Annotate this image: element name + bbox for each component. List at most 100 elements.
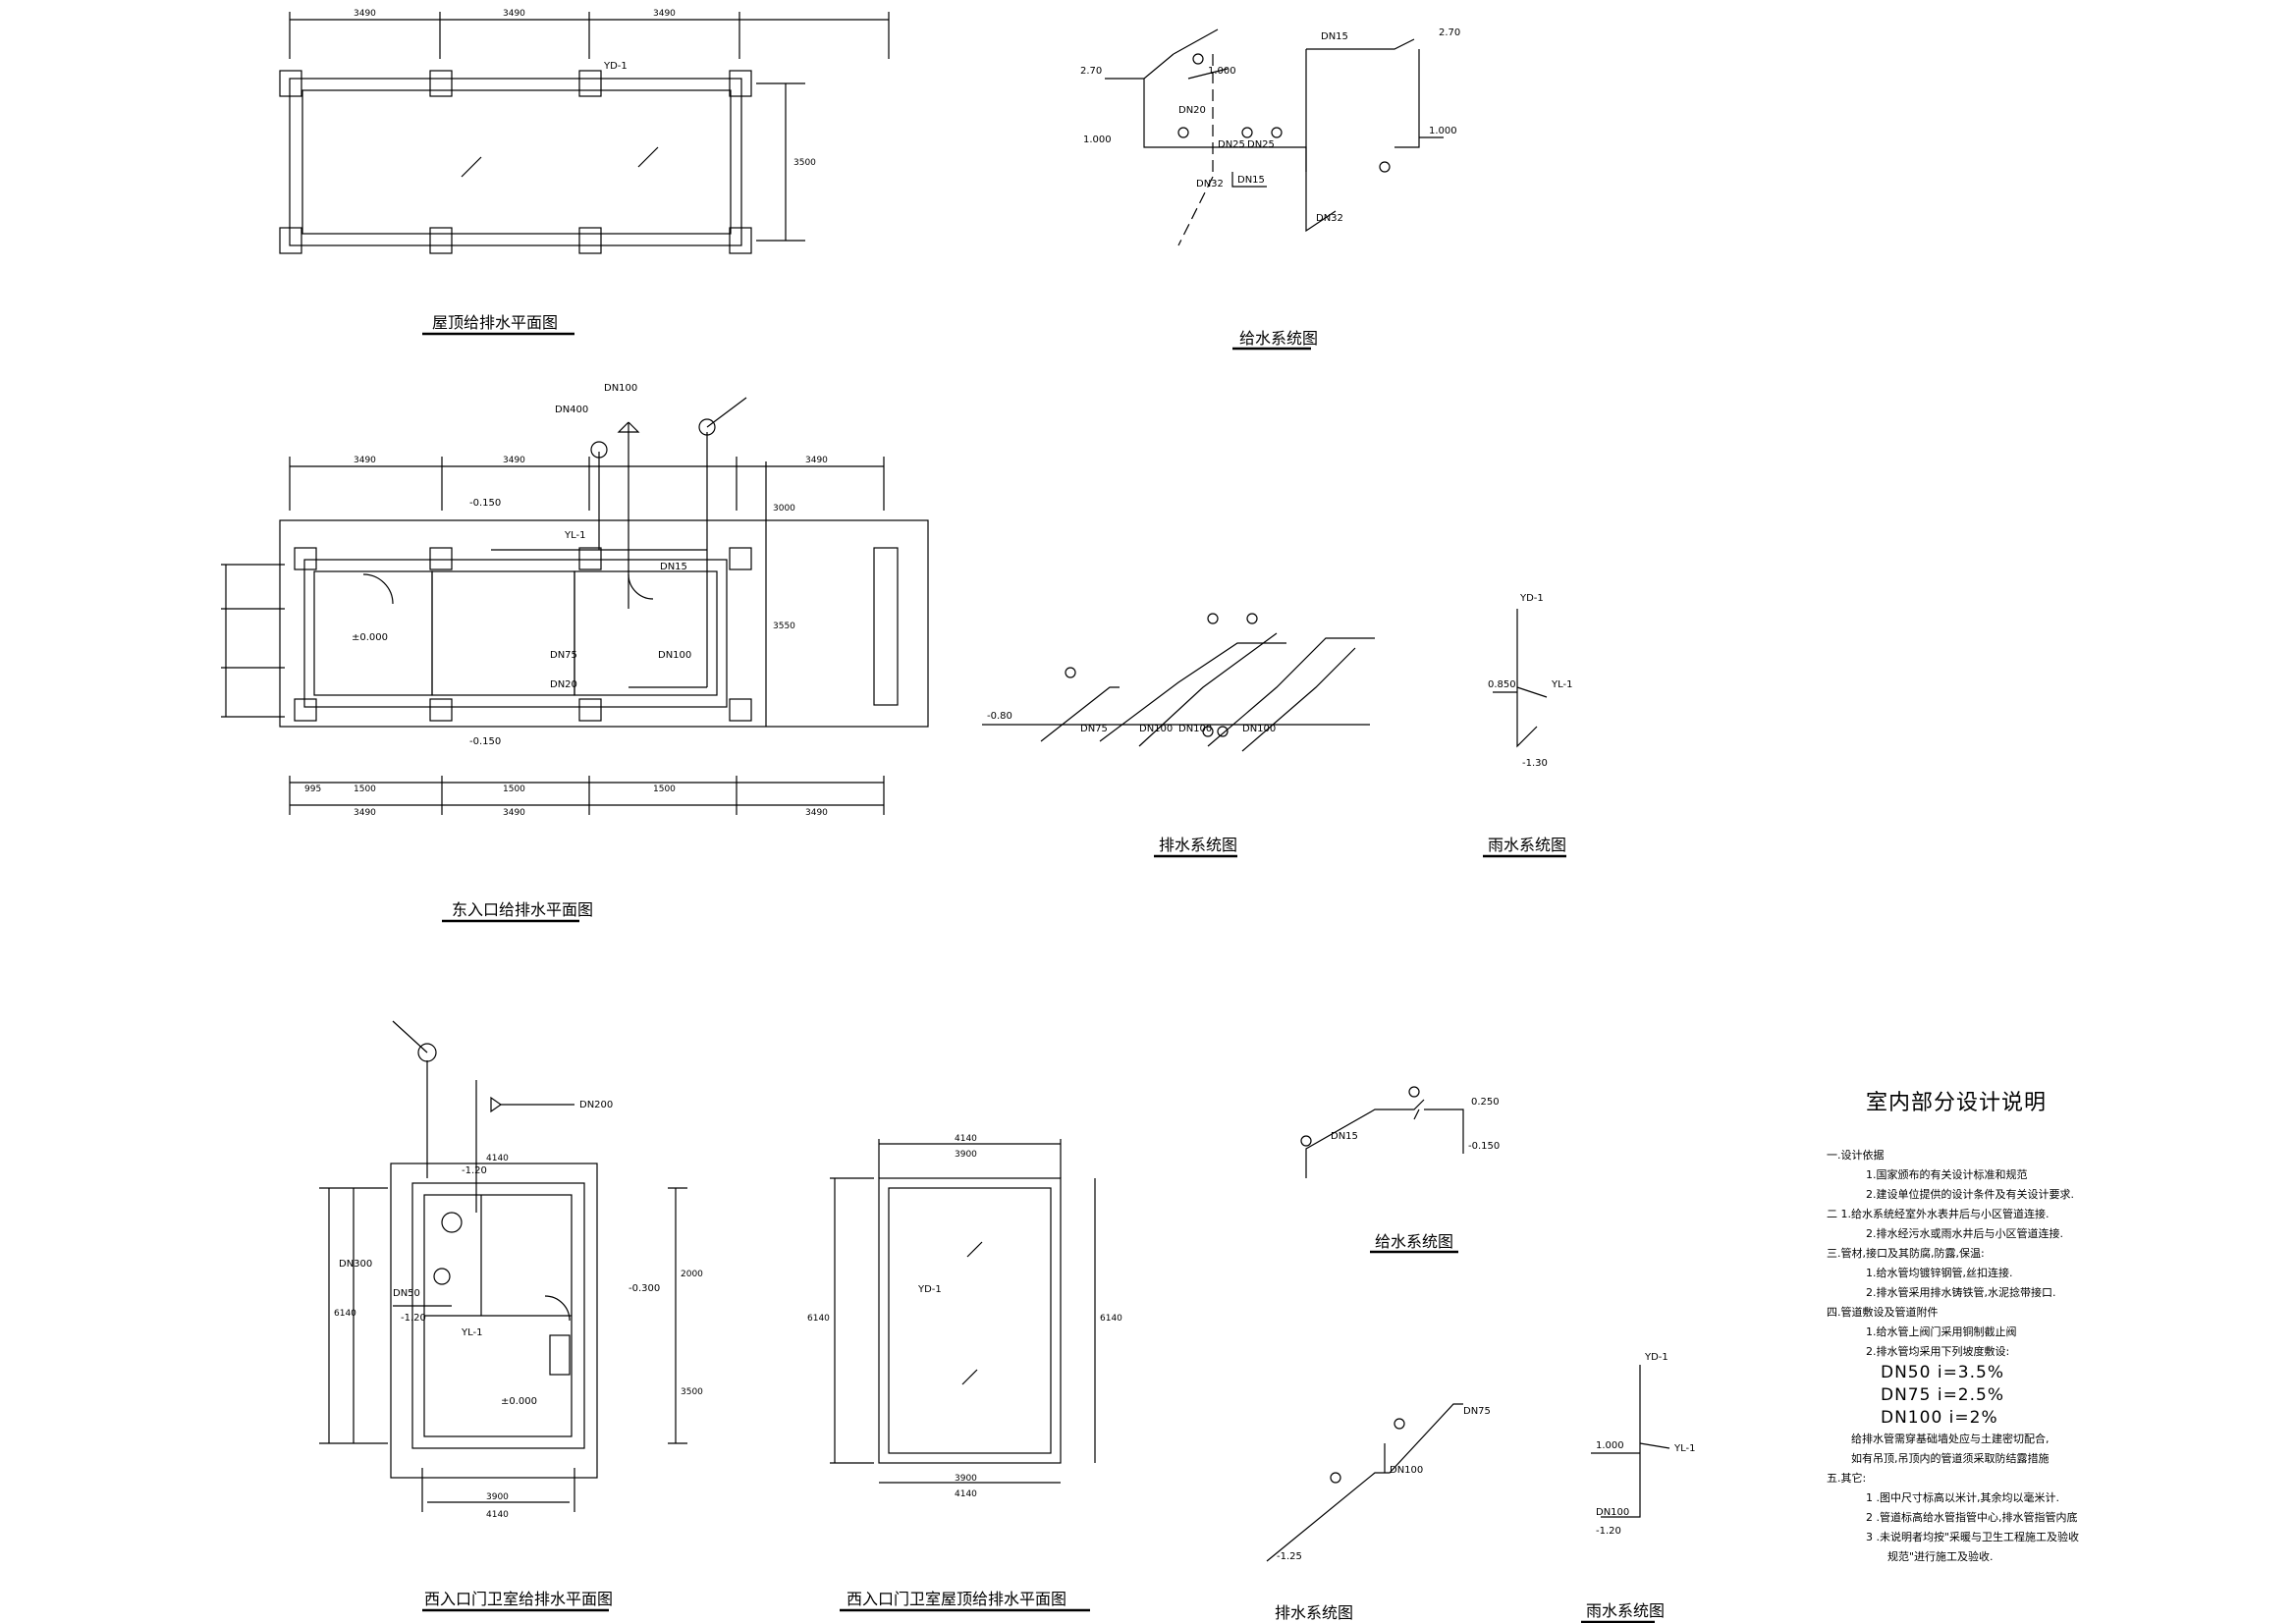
dim-label: 3490 — [653, 9, 676, 19]
pipe-label: DN15 — [1331, 1131, 1358, 1142]
pipe-label: DN25 — [1218, 139, 1245, 150]
dim-label: 6140 — [807, 1314, 830, 1324]
pipe-label: DN100 — [1390, 1465, 1423, 1476]
west-roof-plan — [830, 1139, 1096, 1612]
dim-label: 3550 — [773, 622, 795, 631]
pipe-label: YL-1 — [564, 530, 585, 541]
pipe-label: DN100 — [604, 383, 637, 394]
title-west-guard-plan: 西入口门卫室给排水平面图 — [424, 1590, 613, 1608]
pipe-label: DN100 — [658, 650, 691, 661]
drain-system-diagram-2 — [1266, 1403, 1463, 1562]
elevation-label: ±0.000 — [501, 1396, 537, 1407]
note-line: 1 .图中尺寸标高以米计,其余均以毫米计. — [1866, 1491, 2059, 1504]
note-line: DN75 i=2.5% — [1881, 1385, 2004, 1405]
elevation-label: -1.20 — [401, 1313, 426, 1324]
dim-label: 3490 — [354, 9, 376, 19]
pipe-label: YD-1 — [917, 1284, 942, 1295]
pipe-label: YD-1 — [1644, 1352, 1668, 1363]
note-line: 三.管材,接口及其防腐,防露,保温: — [1827, 1247, 1985, 1260]
elevation-label: 1.000 — [1083, 135, 1112, 145]
dim-label: 3000 — [773, 504, 795, 514]
title-supply-system-2: 给水系统图 — [1375, 1232, 1453, 1251]
note-line: 2.排水管均采用下列坡度敷设: — [1866, 1345, 2010, 1358]
dim-label: 4140 — [486, 1510, 509, 1520]
note-line: 2.排水经污水或雨水井后与小区管道连接. — [1866, 1227, 2063, 1240]
pipe-label: DN300 — [339, 1259, 372, 1270]
dim-label: 3500 — [793, 158, 816, 168]
elevation-label: -1.25 — [1277, 1551, 1302, 1562]
pipe-label: DN75 — [1080, 724, 1108, 734]
pipe-label: DN200 — [579, 1100, 613, 1110]
title-west-roof-plan: 西入口门卫室屋顶给排水平面图 — [847, 1590, 1066, 1608]
note-line: 1.给水管上阀门采用铜制截止阀 — [1866, 1325, 2017, 1338]
east-entrance-plan — [221, 397, 929, 923]
roof-plan — [279, 12, 890, 336]
title-drain-system-2: 排水系统图 — [1275, 1603, 1353, 1622]
note-line: 2.建设单位提供的设计条件及有关设计要求. — [1866, 1188, 2074, 1201]
elevation-label: -0.150 — [1468, 1141, 1500, 1152]
pipe-label: DN20 — [550, 679, 577, 690]
title-rain-system-1: 雨水系统图 — [1488, 836, 1566, 854]
note-line: DN50 i=3.5% — [1881, 1363, 2004, 1382]
pipe-label: DN75 — [1463, 1406, 1491, 1417]
dim-label: 3490 — [354, 808, 376, 818]
pipe-label: DN100 — [1139, 724, 1173, 734]
dim-label: 4140 — [955, 1489, 977, 1499]
elevation-label: 1.000 — [1208, 66, 1236, 77]
pipe-label: DN100 — [1178, 724, 1212, 734]
elevation-label: 2.70 — [1439, 27, 1460, 38]
dim-label: 3900 — [486, 1492, 509, 1502]
dim-label: 995 — [304, 784, 321, 794]
note-line: 2.排水管采用排水铸铁管,水泥捻带接口. — [1866, 1286, 2056, 1299]
elevation-label: -0.80 — [987, 711, 1012, 722]
dim-label: 4140 — [486, 1154, 509, 1163]
dim-label: 1500 — [503, 784, 525, 794]
elevation-label: -1.20 — [1596, 1526, 1621, 1537]
pipe-label: DN15 — [1321, 31, 1348, 42]
supply-system-diagram-2 — [1300, 1086, 1464, 1254]
note-line: 四.管道敷设及管道附件 — [1827, 1306, 1939, 1319]
pipe-label: DN15 — [660, 562, 687, 572]
pipe-label: YD-1 — [603, 61, 628, 72]
title-drain-system-1: 排水系统图 — [1159, 836, 1237, 854]
dim-label: 1500 — [354, 784, 376, 794]
note-line: 规范"进行施工及验收. — [1887, 1550, 1994, 1563]
pipe-label: YL-1 — [461, 1327, 482, 1338]
dim-label: 3490 — [805, 808, 828, 818]
elevation-label: 1.000 — [1429, 126, 1457, 136]
elevation-label: -1.30 — [1522, 758, 1548, 769]
west-guard-plan — [319, 1020, 687, 1612]
elevation-label: -0.150 — [469, 498, 501, 509]
title-rain-system-2: 雨水系统图 — [1586, 1601, 1665, 1620]
elevation-label: -1.20 — [462, 1165, 487, 1176]
note-line: 1.给水管均镀锌钢管,丝扣连接. — [1866, 1267, 2013, 1279]
note-line: 给排水管需穿基础墙处应与土建密切配合, — [1851, 1433, 2050, 1445]
dim-label: 3490 — [503, 456, 525, 465]
drain-system-diagram-1 — [982, 613, 1375, 858]
dim-label: 3490 — [805, 456, 828, 465]
pipe-label: DN15 — [1237, 175, 1265, 186]
elevation-label: 0.250 — [1471, 1097, 1500, 1108]
dim-label: 6140 — [334, 1309, 356, 1319]
elevation-label: 2.70 — [1080, 66, 1102, 77]
elevation-label: ±0.000 — [352, 632, 388, 643]
note-line: 如有吊顶,吊顶内的管道须采取防结露措施 — [1851, 1452, 2050, 1465]
title-east-plan: 东入口给排水平面图 — [452, 900, 593, 919]
rain-system-diagram-2 — [1581, 1365, 1670, 1623]
elevation-label: 1.000 — [1596, 1440, 1624, 1451]
note-line: 3 .未说明者均按"采暖与卫生工程施工及验收 — [1866, 1531, 2080, 1543]
pipe-label: DN32 — [1316, 213, 1343, 224]
pipe-label: DN100 — [1242, 724, 1276, 734]
elevation-label: 0.850 — [1488, 679, 1516, 690]
title-roof-plan: 屋顶给排水平面图 — [432, 313, 558, 332]
dim-label: 1500 — [653, 784, 676, 794]
pipe-label: DN100 — [1596, 1507, 1629, 1518]
supply-system-diagram-1 — [1105, 28, 1444, 351]
dim-label: 3900 — [955, 1150, 977, 1160]
pipe-label: DN400 — [555, 405, 588, 415]
elevation-label: -0.300 — [629, 1283, 660, 1294]
pipe-label: YD-1 — [1519, 593, 1544, 604]
dim-label: 3900 — [955, 1474, 977, 1484]
